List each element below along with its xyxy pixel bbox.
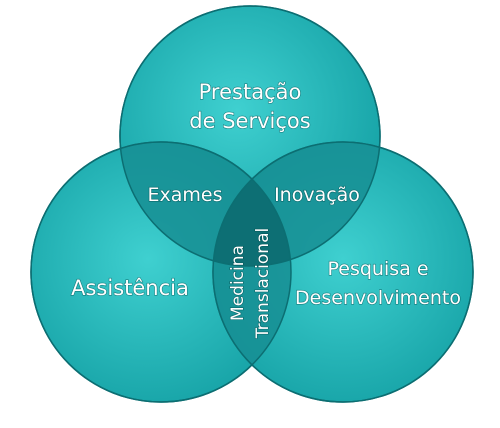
overlap-top-right (213, 142, 380, 266)
label-center-line1: Medicina (228, 245, 248, 321)
label-center-line2: Translacional (253, 228, 273, 339)
label-overlap-top-right: Inovação (274, 184, 360, 206)
label-right-line2: Desenvolvimento (295, 287, 461, 309)
overlap-top-left (120, 142, 291, 266)
label-top-line1: Prestação (199, 80, 302, 104)
label-left: Assistência (71, 276, 189, 300)
label-top-line2: de Serviços (189, 109, 310, 133)
outline-top (119, 5, 381, 267)
outline-left (30, 141, 292, 403)
outline-right (212, 141, 474, 403)
label-overlap-top-left: Exames (148, 184, 223, 206)
label-right-line1: Pesquisa e (327, 258, 428, 280)
